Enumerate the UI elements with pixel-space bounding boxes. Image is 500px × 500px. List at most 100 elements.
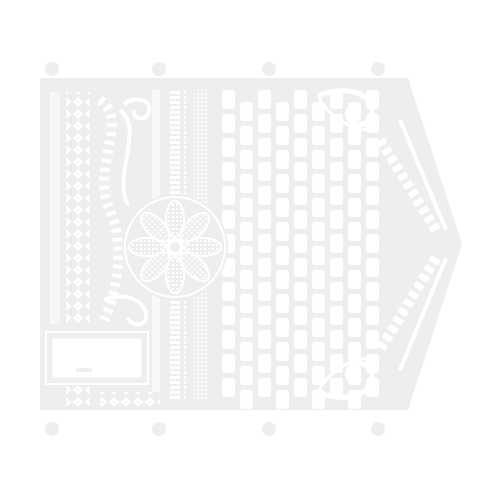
brick-cell (330, 378, 343, 397)
brick-cell (276, 318, 289, 337)
brick-cell (276, 294, 289, 313)
brick-cell (366, 282, 379, 301)
brick-cell (222, 90, 235, 109)
plate-slot (76, 368, 92, 372)
brick-cell (240, 198, 253, 217)
brick-cell (258, 330, 271, 349)
circle-tab-icon (371, 62, 385, 76)
brick-cell (240, 174, 253, 193)
circle-tab-icon (45, 422, 59, 436)
brick-cell (330, 162, 343, 181)
rosette-petal (165, 256, 185, 294)
brick-cell (366, 258, 379, 277)
brick-cell (294, 306, 307, 325)
brick-cell (276, 270, 289, 289)
rosette-petal (184, 237, 222, 257)
brick-cell (258, 162, 271, 181)
brick-cell (294, 258, 307, 277)
brick-cell (240, 150, 253, 169)
right-slot-upper (398, 119, 448, 231)
brick-cell (294, 138, 307, 157)
left-lattice-column-lower (66, 386, 90, 406)
circle-tab-icon (371, 422, 385, 436)
right-diagonal-lower (375, 255, 441, 353)
brick-cell (240, 318, 253, 337)
brick-cell (366, 234, 379, 253)
label-plate (45, 331, 149, 385)
brick-cell (294, 114, 307, 133)
brick-cell (258, 138, 271, 157)
brick-cell (222, 306, 235, 325)
brick-cell (222, 282, 235, 301)
brick-cell (222, 354, 235, 373)
brick-cell (258, 378, 271, 397)
circle-tab-icon (45, 62, 59, 76)
brick-cell (348, 150, 361, 169)
brick-cell (222, 330, 235, 349)
brick-cell (276, 222, 289, 241)
brick-cell (222, 162, 235, 181)
brick-cell (258, 258, 271, 277)
brick-cell (240, 270, 253, 289)
brick-cell (240, 126, 253, 145)
brick-cell (312, 342, 325, 361)
brick-cell (366, 210, 379, 229)
brick-cell (258, 282, 271, 301)
rosette-petal (179, 211, 211, 243)
brick-cell (276, 246, 289, 265)
brick-cell (276, 102, 289, 121)
mounting-tabs (45, 62, 385, 436)
brick-cell (366, 162, 379, 181)
flower-rosette-icon (122, 194, 228, 300)
brick-cell (348, 246, 361, 265)
brick-cell (222, 186, 235, 205)
brick-cell (330, 186, 343, 205)
brick-cell (312, 318, 325, 337)
brick-grid (222, 90, 379, 409)
brick-cell (348, 294, 361, 313)
brick-cell (258, 114, 271, 133)
rosette-petal (165, 200, 185, 238)
brick-cell (240, 246, 253, 265)
brick-cell (258, 354, 271, 373)
left-slot (50, 92, 60, 324)
brick-cell (312, 174, 325, 193)
brick-cell (312, 366, 325, 385)
brick-cell (276, 174, 289, 193)
brick-cell (312, 222, 325, 241)
right-slot-lower (398, 257, 448, 371)
brick-cell (312, 270, 325, 289)
brick-cell (276, 198, 289, 217)
brick-cell (294, 186, 307, 205)
brick-cell (348, 222, 361, 241)
brick-cell (240, 294, 253, 313)
brick-cell (258, 90, 271, 109)
right-diagonal-upper (375, 137, 441, 233)
brick-cell (348, 318, 361, 337)
brick-cell (240, 366, 253, 385)
brick-cell (222, 114, 235, 133)
brick-cell (240, 102, 253, 121)
brick-cell (294, 378, 307, 397)
brick-cell (312, 102, 325, 121)
brick-cell (330, 138, 343, 157)
brick-cell (330, 234, 343, 253)
brick-cell (366, 138, 379, 157)
bottom-lattice-strip (100, 392, 160, 406)
scroll-bottom-right-icon (316, 356, 379, 400)
scroll-top-right-icon (316, 88, 379, 132)
brick-cell (312, 198, 325, 217)
brick-cell (330, 210, 343, 229)
brick-cell (312, 150, 325, 169)
brick-cell (312, 126, 325, 145)
rosette-petal (128, 237, 166, 257)
brick-cell (240, 390, 253, 409)
brick-cell (222, 210, 235, 229)
brick-cell (294, 90, 307, 109)
brick-cell (366, 330, 379, 349)
scroll-bottom-left-icon (103, 294, 149, 327)
brick-cell (294, 330, 307, 349)
brick-cell (240, 222, 253, 241)
circle-tab-icon (262, 62, 276, 76)
